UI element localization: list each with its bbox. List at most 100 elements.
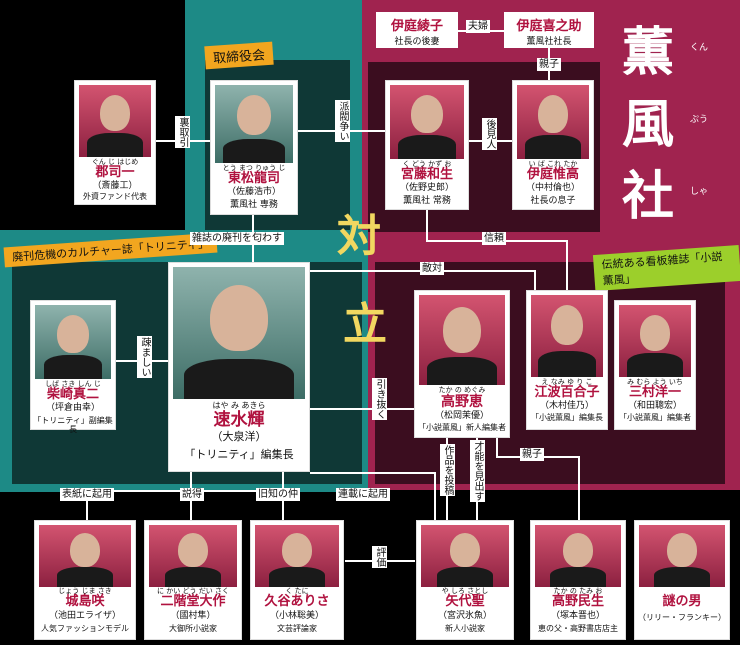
ruby-takano: たか の めぐみ bbox=[438, 386, 486, 394]
line-oyako-bottom bbox=[496, 438, 498, 458]
ruby-kutani: く たに bbox=[285, 587, 309, 595]
actor-mimura: （和田聰宏） bbox=[627, 401, 682, 411]
title-ruby-1: くん bbox=[690, 43, 709, 53]
label-kyuuchi: 旧知の仲 bbox=[256, 488, 300, 501]
photo-nikaido bbox=[149, 525, 237, 587]
board-tag: 取締役会 bbox=[204, 41, 274, 70]
ruby-mimura: み むら よう いち bbox=[627, 378, 683, 386]
card-jojima: じょう じま さき 城島咲 （池田エライザ） 人気ファッションモデル bbox=[34, 520, 136, 640]
card-nazo: 謎の男 （リリー・フランキー） bbox=[634, 520, 730, 640]
card-kutani: く たに 久谷ありさ （小林聡美） 文芸評論家 bbox=[250, 520, 344, 640]
title-ruby-3: しゃ bbox=[690, 187, 709, 197]
card-kinosuke: 伊庭喜之助 薫風社社長 bbox=[504, 12, 594, 48]
line-couple bbox=[458, 30, 504, 32]
label-hikinuku: 引き抜く bbox=[372, 378, 387, 420]
role-yashiro: 新人小説家 bbox=[445, 624, 485, 633]
role-tamio: 恵の父・高野書店店主 bbox=[538, 624, 618, 633]
name-tomatsu: 東松龍司 bbox=[227, 171, 280, 186]
actor-nikaido: （國村隼） bbox=[170, 611, 216, 621]
title-char-1: 薫 bbox=[622, 22, 675, 83]
actor-tomatsu: （佐藤浩市） bbox=[226, 187, 281, 197]
title-ruby-2: ぷう bbox=[690, 115, 709, 125]
role-miyafuji: 薫風社 常務 bbox=[403, 196, 451, 206]
label-torihiki: 裏取引 bbox=[175, 116, 190, 148]
ruby-hayami: はや み あきら bbox=[212, 401, 266, 410]
label-settoku: 説得 bbox=[180, 488, 204, 501]
name-mimura: 三村洋一 bbox=[628, 385, 681, 400]
name-kutani: 久谷ありさ bbox=[264, 594, 330, 609]
ruby-nikaido: に かい どう だい さく bbox=[157, 587, 229, 595]
role-takano: 「小説薫風」新人編集者 bbox=[418, 423, 506, 432]
photo-tomatsu bbox=[215, 85, 293, 163]
label-hyoushi: 表紙に起用 bbox=[60, 488, 114, 501]
photo-tamio bbox=[535, 525, 621, 587]
label-habatsu: 派閥争い bbox=[335, 100, 350, 142]
label-shinrai: 信頼 bbox=[482, 232, 506, 245]
line-oyako-bottom-v2 bbox=[578, 456, 580, 520]
role-enami: 「小説薫風」編集長 bbox=[531, 413, 603, 422]
photo-enami bbox=[531, 295, 603, 377]
vs-char-1: 対 bbox=[337, 211, 381, 262]
name-gunji: 郡司一 bbox=[95, 165, 135, 180]
card-shibasaki: しば さき しん じ 柴崎真二 （坪倉由幸） 「トリニティ」副編集長 bbox=[30, 300, 116, 434]
photo-nazo bbox=[639, 525, 725, 587]
card-nikaido: に かい どう だい さく 二階堂大作 （國村隼） 大御所小説家 bbox=[144, 520, 242, 640]
line-rensai-v bbox=[434, 472, 436, 520]
role-shibasaki: 「トリニティ」副編集長 bbox=[33, 416, 113, 435]
ruby-jojima: じょう じま さき bbox=[58, 587, 112, 595]
label-sainou: 才能を見出す bbox=[470, 440, 485, 502]
photo-yashiro bbox=[421, 525, 509, 587]
ruby-yashiro: や しろ さとし bbox=[441, 587, 489, 595]
label-rensai: 連載に起用 bbox=[336, 488, 390, 501]
label-couple: 夫婦 bbox=[466, 20, 490, 33]
photo-miyafuji bbox=[390, 85, 464, 159]
card-gunji: ぐん じ はじめ 郡司一 （斎藤工） 外資ファンド代表 bbox=[74, 80, 156, 205]
card-miyafuji: く どう かず お 宮藤和生 （佐野史郎） 薫風社 常務 bbox=[385, 80, 469, 210]
ruby-tomatsu: とう まつ りゅう じ bbox=[222, 164, 286, 172]
role-jojima: 人気ファッションモデル bbox=[41, 624, 129, 633]
ruby-shibasaki: しば さき しん じ bbox=[45, 380, 101, 388]
label-sakuhin: 作品を投稿 bbox=[440, 444, 455, 496]
card-mimura: み むら よう いち 三村洋一 （和田聰宏） 「小説薫風」編集者 bbox=[614, 300, 696, 430]
role-mimura: 「小説薫風」編集者 bbox=[619, 413, 691, 422]
actor-hayami: （大泉洋） bbox=[211, 430, 267, 443]
name-jojima: 城島咲 bbox=[65, 594, 105, 609]
role-gunji: 外資ファンド代表 bbox=[83, 192, 147, 201]
actor-kutani: （小林聡美） bbox=[269, 611, 324, 621]
actor-takano: （松岡茉優） bbox=[434, 411, 489, 421]
actor-tamio: （塚本晋也） bbox=[550, 611, 605, 621]
name-ayako: 伊庭綾子 bbox=[390, 19, 443, 34]
photo-mimura bbox=[619, 305, 691, 377]
ruby-miyafuji: く どう かず お bbox=[402, 160, 452, 168]
label-oyako-top: 親子 bbox=[537, 58, 561, 71]
photo-hayami bbox=[173, 267, 305, 399]
vs-char-2: 立 bbox=[343, 299, 387, 350]
card-enami: え なみ ゆ り こ 江波百合子 （木村佳乃） 「小説薫風」編集長 bbox=[526, 290, 608, 430]
role-koretaka: 社長の息子 bbox=[530, 196, 576, 206]
photo-gunji bbox=[79, 85, 151, 157]
role-kutani: 文芸評論家 bbox=[277, 624, 317, 633]
actor-yashiro: （宮沢氷魚） bbox=[437, 611, 492, 621]
card-tomatsu: とう まつ りゅう じ 東松龍司 （佐藤浩市） 薫風社 専務 bbox=[210, 80, 298, 215]
ruby-enami: え なみ ゆ り こ bbox=[541, 378, 593, 386]
role-hayami: 「トリニティ」編集長 bbox=[184, 448, 294, 461]
line-shinrai-v bbox=[426, 210, 428, 242]
line-tekitai-v bbox=[534, 270, 536, 290]
name-takano: 高野恵 bbox=[441, 394, 483, 410]
photo-kutani bbox=[255, 525, 339, 587]
actor-koretaka: （中村倫也） bbox=[525, 183, 580, 193]
line-rensai bbox=[310, 472, 436, 474]
role-tomatsu: 薫風社 専務 bbox=[230, 200, 278, 210]
actor-miyafuji: （佐野史郎） bbox=[399, 183, 454, 193]
name-hayami: 速水輝 bbox=[213, 410, 265, 430]
ruby-tamio: たか の たみ お bbox=[553, 587, 603, 595]
role-kinosuke: 薫風社社長 bbox=[526, 37, 572, 47]
label-utomashii: 疎ましい bbox=[137, 336, 152, 378]
actor-jojima: （池田エライザ） bbox=[48, 611, 121, 621]
card-ayako: 伊庭綾子 社長の後妻 bbox=[376, 12, 458, 48]
role-nikaido: 大御所小説家 bbox=[169, 624, 217, 633]
actor-gunji: （斎藤工） bbox=[92, 181, 138, 191]
ruby-gunji: ぐん じ はじめ bbox=[91, 158, 139, 166]
line-hikinuku bbox=[310, 408, 414, 410]
line-shinrai-v2 bbox=[566, 240, 568, 290]
